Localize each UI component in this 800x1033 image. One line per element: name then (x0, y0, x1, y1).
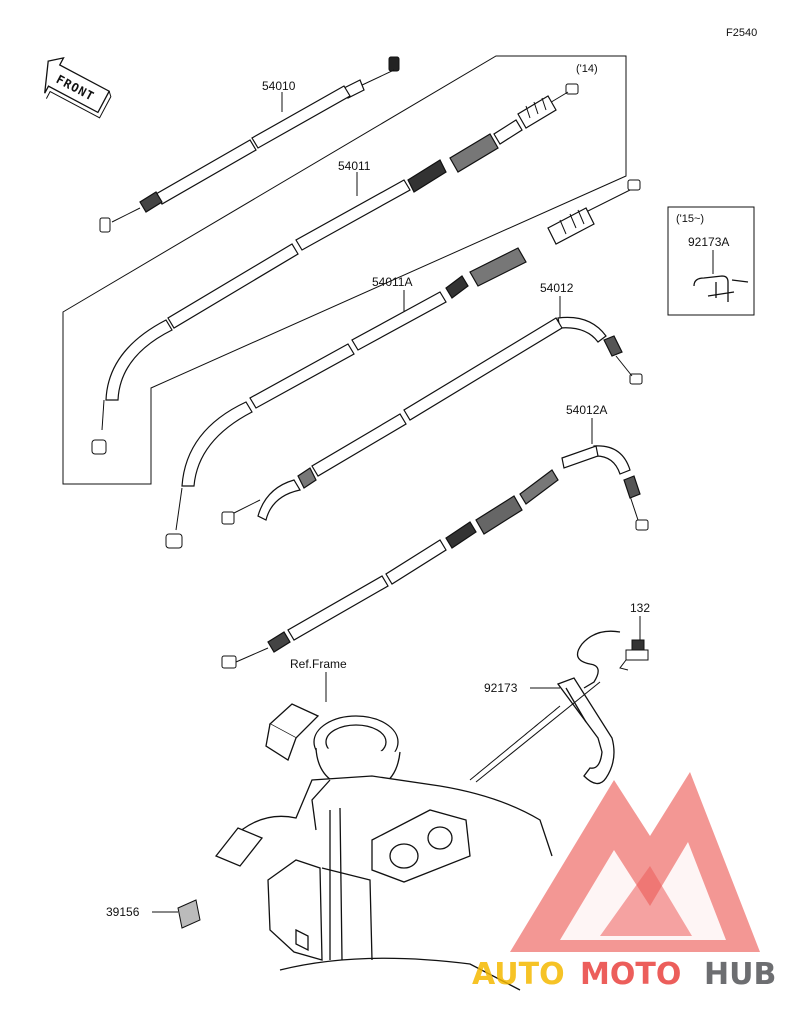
cable-54010 (99, 56, 400, 233)
frame-14-box (62, 55, 627, 485)
note-15: ('15~) (676, 213, 704, 225)
cable-54011A (165, 179, 641, 549)
label-54011: 54011 (338, 159, 371, 173)
frame-15-box (667, 206, 755, 316)
label-92173: 92173 (484, 681, 518, 695)
cable-54011 (91, 83, 579, 455)
label-92173A: 92173A (688, 235, 729, 249)
note-14: ('14) (576, 63, 598, 75)
label-54010: 54010 (262, 79, 296, 93)
figure-code: F2540 (726, 27, 757, 39)
label-39156: 39156 (106, 905, 140, 919)
cable-54012 (221, 316, 643, 525)
label-54012A: 54012A (566, 403, 607, 417)
clip-92173A (693, 275, 749, 302)
watermark-auto: AUTO (472, 957, 565, 992)
label-132: 132 (630, 601, 650, 615)
front-arrow-icon: FRONT (44, 56, 112, 119)
watermark-text: AUTO MOTO HUB (472, 957, 776, 992)
watermark-moto: MOTO (580, 957, 681, 992)
bracket-92173 (556, 630, 621, 785)
watermark-logo-icon (510, 772, 760, 952)
label-sticker-39156 (177, 899, 201, 929)
label-ref-frame: Ref.Frame (290, 657, 347, 671)
frame-structure (214, 703, 553, 991)
label-54011A: 54011A (372, 275, 412, 289)
watermark-hub: HUB (704, 957, 776, 992)
bolt-132 (619, 639, 649, 671)
cable-54012A (221, 445, 649, 669)
label-54012: 54012 (540, 281, 574, 295)
